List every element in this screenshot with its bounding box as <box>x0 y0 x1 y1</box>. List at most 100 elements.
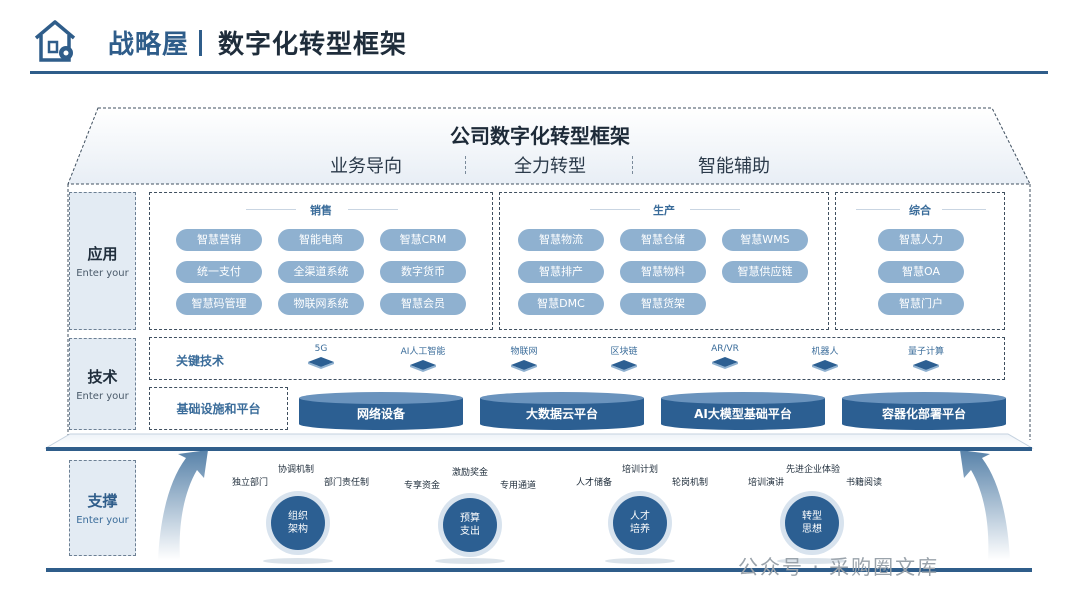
platform-cylinder: 大数据云平台 <box>480 392 644 432</box>
panel-production: 生产 智慧物流 智慧仓储 智慧WMS 智慧排产 智慧物料 智慧供应链 智慧DMC… <box>499 192 829 330</box>
tech-item: AR/VR <box>695 344 755 370</box>
core-shadow <box>605 558 675 564</box>
core-line: 培养 <box>630 524 650 535</box>
roof-items: 业务导向 全力转型 智能辅助 <box>330 152 770 178</box>
panel-title: 综合 <box>909 204 931 217</box>
layer-sub: Enter your <box>76 515 129 526</box>
roof-title: 公司数字化转型框架 <box>450 124 630 148</box>
panel-general: 综合 智慧人力 智慧OA 智慧门户 <box>835 192 1005 330</box>
chip-icon <box>511 360 537 372</box>
roof-item: 智能辅助 <box>698 156 770 177</box>
app-pill: 智慧会员 <box>380 293 466 315</box>
support-caption: 先进企业体验 <box>786 465 841 475</box>
platform-cylinder: AI大模型基础平台 <box>661 392 825 432</box>
cylinder-top <box>842 392 1006 404</box>
support-caption: 协调机制 <box>278 465 315 475</box>
app-pill: 智慧码管理 <box>176 293 262 315</box>
support-caption: 培训计划 <box>622 465 659 475</box>
support-caption: 轮岗机制 <box>672 478 709 488</box>
support-core: 人才培养 <box>613 496 667 550</box>
tech-item: 5G <box>291 344 351 370</box>
support-caption: 培训演讲 <box>748 478 785 488</box>
support-core: 组织架构 <box>271 496 325 550</box>
layer-title: 技术 <box>87 368 118 386</box>
title-separator <box>199 30 202 56</box>
tech-item: 物联网 <box>494 344 554 373</box>
core-line: 架构 <box>288 524 308 535</box>
panel-title: 生产 <box>653 204 675 217</box>
layer-label-tech: 技术 Enter your <box>69 338 136 430</box>
app-pill: 智慧CRM <box>380 229 466 251</box>
core-line: 转型 <box>802 511 822 522</box>
house-gear-icon <box>34 20 76 62</box>
tech-item: 机器人 <box>795 344 855 373</box>
support-group: 激励奖金 专享资金 专用通道 预算支出 <box>400 458 540 568</box>
core-line: 支出 <box>460 526 480 537</box>
header-divider <box>30 71 1048 74</box>
support-caption: 激励奖金 <box>452 468 489 478</box>
layer-label-support: 支撑 Enter your <box>69 460 136 556</box>
chip-icon <box>410 360 436 372</box>
app-pill: 智慧仓储 <box>620 229 706 251</box>
tech-label: 量子计算 <box>907 347 944 357</box>
layer-sub: Enter your <box>76 391 129 402</box>
platform-cylinder: 网络设备 <box>299 392 463 432</box>
app-pill: 智慧OA <box>878 261 964 283</box>
platform-label: 容器化部署平台 <box>881 407 966 421</box>
app-pill: 智慧供应链 <box>722 261 808 283</box>
infra-label: 基础设施和平台 <box>149 387 288 430</box>
support-core: 预算支出 <box>443 498 497 552</box>
panel-title: 销售 <box>310 204 332 217</box>
platform-label: 网络设备 <box>356 407 405 421</box>
app-pill: 智慧DMC <box>518 293 604 315</box>
tech-item: 区块链 <box>594 344 654 373</box>
support-caption: 专享资金 <box>404 481 441 491</box>
core-shadow <box>777 558 847 564</box>
app-pill: 智慧物料 <box>620 261 706 283</box>
title-rule <box>690 209 740 210</box>
page-title: 战略屋 <box>108 30 190 60</box>
cylinder-top <box>480 392 644 404</box>
key-tech-label: 关键技术 <box>176 354 225 368</box>
core-line: 人才 <box>630 511 650 522</box>
chip-icon <box>308 357 334 369</box>
support-group: 培训计划 人才储备 轮岗机制 人才培养 <box>570 458 710 568</box>
support-caption: 独立部门 <box>232 478 269 488</box>
title-rule <box>590 209 640 210</box>
app-pill: 智慧货架 <box>620 293 706 315</box>
layer-title: 支撑 <box>87 492 118 510</box>
platform-label: AI大模型基础平台 <box>694 407 792 421</box>
app-pill: 智慧人力 <box>878 229 964 251</box>
app-pill: 物联网系统 <box>278 293 364 315</box>
roof-divider <box>632 156 633 174</box>
layer-label-app: 应用 Enter your <box>69 192 136 330</box>
tech-item: 量子计算 <box>896 344 956 373</box>
panel-sales: 销售 智慧营销 智能电商 智慧CRM 统一支付 全渠道系统 数字货币 智慧码管理… <box>149 192 493 330</box>
app-pill: 统一支付 <box>176 261 262 283</box>
tech-label: AR/VR <box>711 344 739 354</box>
support-group: 协调机制 独立部门 部门责任制 组织架构 <box>228 458 369 568</box>
core-shadow <box>263 558 333 564</box>
chip-icon <box>611 360 637 372</box>
title-rule <box>246 209 296 210</box>
tech-item: AI人工智能 <box>393 344 453 373</box>
tech-label: AI人工智能 <box>400 347 446 357</box>
layer-sub: Enter your <box>76 268 129 279</box>
cylinder-top <box>661 392 825 404</box>
app-pill: 智慧WMS <box>722 229 808 251</box>
cylinder-top <box>299 392 463 404</box>
layer-title: 应用 <box>87 245 118 263</box>
tech-label: 机器人 <box>811 347 839 357</box>
title-rule <box>942 209 986 210</box>
app-pill: 智慧物流 <box>518 229 604 251</box>
core-line: 组织 <box>288 511 308 522</box>
core-shadow <box>435 558 505 564</box>
core-line: 预算 <box>460 513 480 524</box>
app-pill: 全渠道系统 <box>278 261 364 283</box>
platform-cylinder: 容器化部署平台 <box>842 392 1006 432</box>
app-pill: 智慧门户 <box>878 293 964 315</box>
chip-icon <box>712 357 738 369</box>
page-subtitle: 数字化转型框架 <box>218 30 408 60</box>
support-group: 先进企业体验 培训演讲 书籍阅读 转型思想 <box>742 458 882 568</box>
tech-label: 物联网 <box>510 347 538 357</box>
